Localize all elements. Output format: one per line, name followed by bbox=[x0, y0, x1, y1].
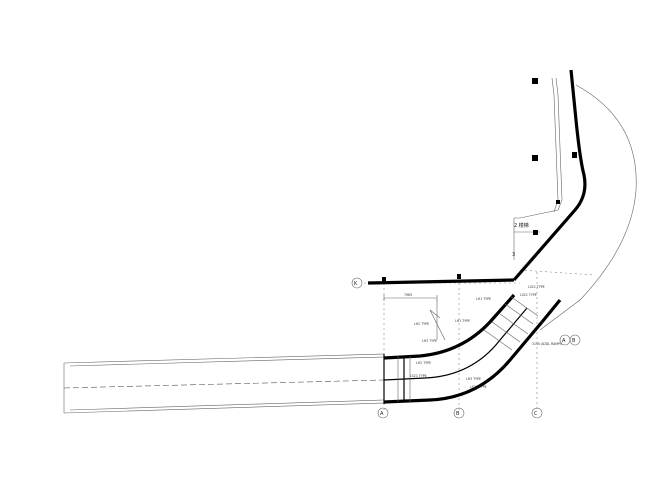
svg-text:B: B bbox=[572, 338, 576, 344]
svg-text:K: K bbox=[354, 281, 358, 287]
ramp-cross-lines bbox=[483, 295, 539, 351]
grid-bubble-k: K bbox=[351, 277, 363, 289]
corridor-left bbox=[63, 353, 385, 414]
callout-text: LS21 TYPE bbox=[528, 285, 545, 289]
svg-text:A: A bbox=[562, 338, 566, 344]
wall-row-k bbox=[367, 274, 515, 285]
callout-text: LH1 TYPE bbox=[455, 319, 470, 323]
dimension-top: 7965 bbox=[383, 293, 438, 301]
callout-text: LS21 TYPE bbox=[470, 385, 487, 389]
svg-text:A: A bbox=[380, 411, 384, 417]
side-note: 3 bbox=[512, 252, 515, 258]
callout-text: LH2 TYPE bbox=[414, 322, 429, 326]
building-edge: 2 楼梯 bbox=[513, 77, 577, 260]
svg-text:B: B bbox=[456, 411, 460, 417]
callout-text: LH2 TYPE bbox=[416, 361, 431, 365]
callout-text: LS21 TYPE bbox=[410, 374, 427, 378]
grid-bubble-right-pair: A B bbox=[559, 334, 581, 346]
callout-text: LS21 TYPE bbox=[520, 293, 537, 297]
grid-lines bbox=[364, 269, 596, 410]
grid-bubble-c: C bbox=[531, 407, 543, 419]
callout-text: LH3 TYPE bbox=[466, 377, 481, 381]
room-label: 2 楼梯 bbox=[514, 222, 529, 229]
outer-arc bbox=[539, 84, 637, 331]
dimension-label: 7965 bbox=[404, 293, 412, 297]
callout-text: LH3 TYPE bbox=[422, 339, 437, 343]
grid-bubble-b: B bbox=[453, 407, 465, 419]
callouts: LH1 TYPE LH1 TYPE LH2 TYPE LH2 TYPE LH3 … bbox=[410, 252, 562, 389]
svg-text:C: C bbox=[534, 411, 538, 417]
corridor-joint bbox=[383, 354, 411, 404]
ramp-walls bbox=[383, 69, 587, 404]
grid-bubble-a: A bbox=[377, 407, 389, 419]
callout-text: 3150 ADDL RAMPS bbox=[532, 342, 562, 346]
callout-text: LH1 TYPE bbox=[476, 297, 491, 301]
